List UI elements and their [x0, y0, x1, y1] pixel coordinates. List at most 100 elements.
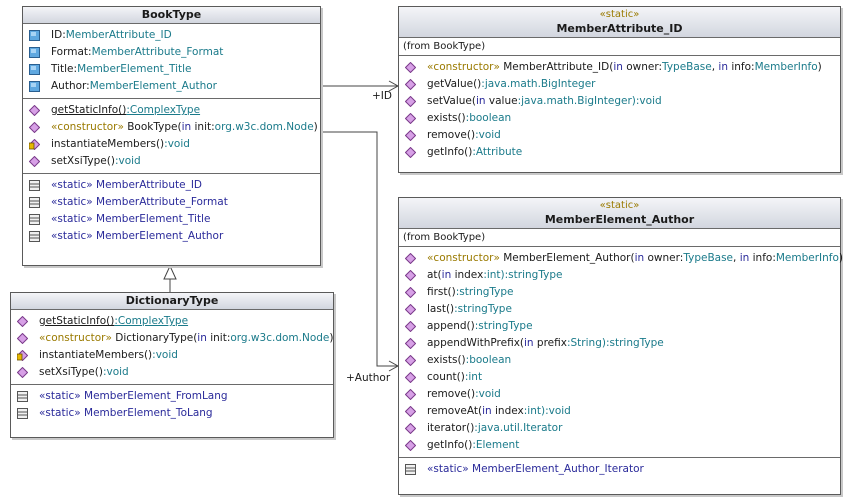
nested-class-icon — [29, 231, 40, 242]
operation-icon — [405, 79, 416, 90]
operation-icon — [17, 316, 28, 327]
nested-classes-compartment: «static» MemberElement_FromLang «static»… — [11, 385, 333, 425]
operation-row[interactable]: «constructor» BookType(in init:org.w3c.d… — [23, 119, 320, 136]
operation-row[interactable]: iterator():java.util.Iterator — [399, 420, 840, 437]
operations-compartment: getStaticInfo():ComplexType «constructor… — [11, 310, 333, 385]
nested-class-row[interactable]: «static» MemberAttribute_ID — [23, 177, 320, 194]
operation-icon — [405, 113, 416, 124]
memberattribute-id-class[interactable]: «static» MemberAttribute_ID (from BookTy… — [398, 6, 841, 173]
operation-icon — [29, 105, 40, 116]
nested-class-row[interactable]: «static» MemberElement_ToLang — [11, 405, 333, 422]
operation-icon — [405, 423, 416, 434]
memberelement-author-header[interactable]: «static» MemberElement_Author — [399, 198, 840, 229]
operation-row[interactable]: exists():boolean — [399, 352, 840, 369]
nested-classes-compartment: «static» MemberElement_Author_Iterator — [399, 458, 840, 481]
memberattribute-id-header[interactable]: «static» MemberAttribute_ID — [399, 7, 840, 38]
operation-row[interactable]: getValue():java.math.BigInteger — [399, 76, 840, 93]
operation-row[interactable]: «constructor» MemberElement_Author(in ow… — [399, 250, 843, 267]
nested-class-icon — [29, 214, 40, 225]
operation-row[interactable]: appendWithPrefix(in prefix:String):strin… — [399, 335, 840, 352]
operation-icon — [17, 367, 28, 378]
attribute-icon — [29, 64, 40, 75]
operation-icon — [405, 389, 416, 400]
class-name: MemberAttribute_ID — [556, 22, 683, 35]
operation-row[interactable]: instantiateMembers():void — [23, 136, 320, 153]
attribute-row[interactable]: Author:MemberElement_Author — [23, 78, 320, 95]
operation-row[interactable]: removeAt(in index:int):void — [399, 403, 840, 420]
operation-row[interactable]: «constructor» MemberAttribute_ID(in owne… — [399, 59, 840, 76]
dictionarytype-header[interactable]: DictionaryType — [11, 293, 333, 310]
booktype-header[interactable]: BookType — [23, 7, 320, 24]
operation-row[interactable]: remove():void — [399, 386, 840, 403]
operation-icon — [405, 372, 416, 383]
operation-row[interactable]: getInfo():Element — [399, 437, 840, 454]
operation-row[interactable]: exists():boolean — [399, 110, 840, 127]
nested-class-row[interactable]: «static» MemberElement_Author — [23, 228, 320, 245]
from-package-label: (from BookType) — [399, 229, 840, 247]
nested-class-row[interactable]: «static» MemberElement_FromLang — [11, 388, 333, 405]
operation-row[interactable]: first():stringType — [399, 284, 840, 301]
author-role-label: +Author — [346, 372, 391, 384]
protected-operation-icon — [17, 350, 28, 361]
protected-operation-icon — [29, 139, 40, 150]
operation-row[interactable]: remove():void — [399, 127, 840, 144]
operation-icon — [405, 406, 416, 417]
operation-icon — [405, 321, 416, 332]
nested-class-row[interactable]: «static» MemberElement_Author_Iterator — [399, 461, 840, 478]
nested-class-icon — [29, 197, 40, 208]
operation-row[interactable]: at(in index:int):stringType — [399, 267, 840, 284]
nested-class-icon — [405, 464, 416, 475]
nested-class-row[interactable]: «static» MemberElement_Title — [23, 211, 320, 228]
operation-row[interactable]: getInfo():Attribute — [399, 144, 840, 161]
operation-row[interactable]: «constructor» DictionaryType(in init:org… — [11, 330, 333, 347]
operations-compartment: getStaticInfo():ComplexType «constructor… — [23, 99, 320, 174]
nested-class-icon — [29, 180, 40, 191]
operation-icon — [405, 253, 416, 264]
booktype-class[interactable]: BookType ID:MemberAttribute_ID Format:Me… — [22, 6, 321, 266]
author-association-line[interactable] — [320, 131, 398, 367]
operation-icon — [405, 338, 416, 349]
attribute-icon — [29, 47, 40, 58]
operation-row[interactable]: instantiateMembers():void — [11, 347, 333, 364]
attribute-icon — [29, 81, 40, 92]
operation-icon — [405, 287, 416, 298]
class-name: BookType — [141, 8, 202, 21]
operation-icon — [29, 156, 40, 167]
nested-class-icon — [17, 391, 28, 402]
operation-row[interactable]: setXsiType():void — [23, 153, 320, 170]
attribute-row[interactable]: Title:MemberElement_Title — [23, 61, 320, 78]
dictionarytype-class[interactable]: DictionaryType getStaticInfo():ComplexTy… — [10, 292, 334, 438]
operations-compartment: «constructor» MemberAttribute_ID(in owne… — [399, 56, 840, 164]
operations-compartment: «constructor» MemberElement_Author(in ow… — [399, 247, 843, 458]
operation-icon — [405, 355, 416, 366]
stereotype-label: «static» — [599, 9, 640, 20]
nested-class-row[interactable]: «static» MemberAttribute_Format — [23, 194, 320, 211]
operation-icon — [405, 62, 416, 73]
operation-icon — [405, 130, 416, 141]
operation-icon — [29, 122, 40, 133]
attributes-compartment: ID:MemberAttribute_ID Format:MemberAttri… — [23, 24, 320, 99]
attribute-icon — [29, 30, 40, 41]
id-role-label: +ID — [372, 90, 392, 102]
generalization-arrowhead — [163, 264, 177, 280]
operation-row[interactable]: last():stringType — [399, 301, 840, 318]
attribute-row[interactable]: ID:MemberAttribute_ID — [23, 27, 320, 44]
stereotype-label: «static» — [599, 200, 640, 211]
operation-icon — [405, 147, 416, 158]
operation-row[interactable]: count():int — [399, 369, 840, 386]
class-name: MemberElement_Author — [544, 213, 695, 226]
operation-icon — [405, 96, 416, 107]
operation-icon — [17, 333, 28, 344]
operation-row[interactable]: append():stringType — [399, 318, 840, 335]
operation-row[interactable]: getStaticInfo():ComplexType — [11, 313, 333, 330]
from-package-label: (from BookType) — [399, 38, 840, 56]
operation-row[interactable]: setValue(in value:java.math.BigInteger):… — [399, 93, 840, 110]
nested-class-icon — [17, 408, 28, 419]
nested-classes-compartment: «static» MemberAttribute_ID «static» Mem… — [23, 174, 320, 248]
memberelement-author-class[interactable]: «static» MemberElement_Author (from Book… — [398, 197, 843, 495]
attribute-row[interactable]: Format:MemberAttribute_Format — [23, 44, 320, 61]
operation-icon — [405, 440, 416, 451]
operation-row[interactable]: setXsiType():void — [11, 364, 333, 381]
operation-row[interactable]: getStaticInfo():ComplexType — [23, 102, 320, 119]
